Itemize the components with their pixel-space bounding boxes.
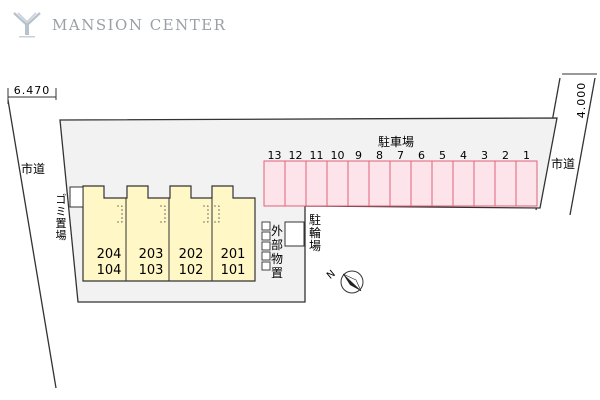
storage-unit [261, 231, 271, 241]
unit-upper-label: 204 [97, 247, 122, 262]
bicycle-parking-label: 駐輪場 [309, 212, 321, 253]
brand-logo: MANSION CENTER [10, 9, 227, 41]
parking-space-number: 6 [418, 149, 425, 162]
parking-space [326, 160, 349, 207]
label-glyph: 外 [271, 224, 283, 238]
label-glyph: 物 [271, 252, 283, 266]
parking-space-number: 5 [439, 149, 446, 162]
right-road-width: 4.000 [575, 82, 588, 119]
label-glyph: ゴ [56, 192, 67, 206]
stair-marks [117, 205, 220, 223]
storage-unit [261, 241, 271, 251]
garbage-area [69, 186, 84, 208]
brand-name: MANSION CENTER [52, 16, 227, 34]
unit-upper-label: 203 [139, 247, 164, 262]
north-arrow-icon: N [325, 268, 364, 294]
label-glyph: 輪 [309, 225, 321, 240]
parking-space-number: 9 [355, 149, 362, 162]
parking-space-number: 8 [376, 149, 383, 162]
parking-space-number: 4 [460, 149, 467, 162]
left-road-width: 6.470 [14, 84, 51, 97]
mansion-center-logo-icon [13, 12, 41, 38]
parking-space [305, 160, 328, 207]
bicycle-parking-area [284, 221, 305, 247]
unit-labels: 204 104 203 103 202 102 201 101 [97, 247, 246, 278]
stair-mark [160, 205, 166, 223]
outdoor-storage-units [261, 221, 271, 271]
parking-space-number: 1 [523, 149, 530, 162]
parking-space [389, 160, 412, 207]
stair-mark [203, 205, 209, 223]
parking-space [431, 160, 454, 207]
parking-space [410, 160, 433, 207]
unit-lower-label: 102 [179, 263, 204, 278]
label-glyph: 置 [56, 217, 67, 230]
parking-space-number: 2 [502, 149, 509, 162]
unit-lower-label: 101 [221, 263, 246, 278]
label-glyph: 部 [271, 237, 283, 252]
parking-space [452, 160, 475, 207]
parking-space [515, 160, 538, 207]
parking-space-number: 10 [331, 149, 345, 162]
north-label: N [325, 268, 338, 281]
stair-mark [214, 205, 220, 223]
parking-space-number: 3 [481, 149, 488, 162]
parking-space-number: 12 [289, 149, 303, 162]
parking-space-number: 7 [397, 149, 404, 162]
unit-upper-label: 202 [179, 247, 204, 262]
right-road-label: 市道 [551, 156, 575, 171]
right-road-edge [569, 77, 596, 216]
unit-lower-label: 103 [139, 263, 164, 278]
stair-mark [117, 205, 123, 223]
parking-space [368, 160, 391, 207]
unit-lower-label: 104 [97, 263, 122, 278]
label-glyph: 置 [271, 266, 283, 280]
label-glyph: 場 [309, 239, 321, 253]
parking-row: 13 12 11 10 9 8 7 6 5 4 3 2 1 [263, 149, 538, 207]
parking-space [263, 160, 286, 207]
parking-space-number: 11 [310, 149, 324, 162]
storage-unit [261, 261, 271, 271]
label-glyph: 駐 [309, 212, 321, 227]
parking-label: 駐車場 [378, 134, 414, 149]
unit-upper-label: 201 [221, 247, 246, 262]
storage-unit [261, 251, 271, 261]
label-glyph: ミ [56, 205, 67, 218]
storage-unit [261, 221, 271, 231]
parking-space [473, 160, 496, 207]
left-road-label: 市道 [21, 161, 45, 176]
parking-space [347, 160, 370, 207]
left-road-edge [7, 99, 57, 389]
parking-space [284, 160, 307, 207]
label-glyph: 場 [56, 229, 67, 242]
parking-space-number: 13 [268, 149, 282, 162]
parking-space [494, 160, 517, 207]
